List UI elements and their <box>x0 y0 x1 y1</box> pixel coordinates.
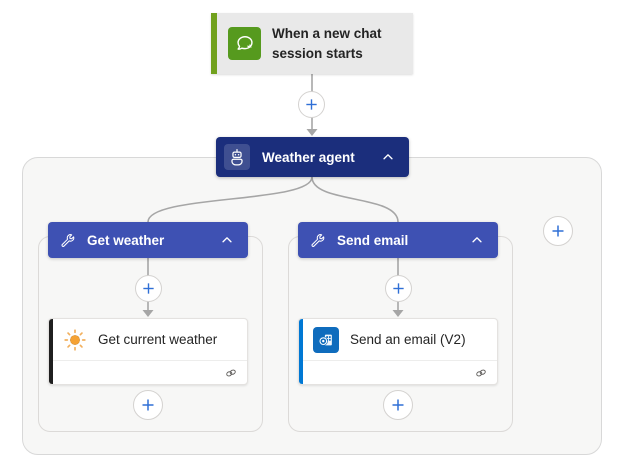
trigger-card[interactable]: When a new chat session starts <box>211 13 413 74</box>
branch-header-get-weather[interactable]: Get weather <box>48 222 248 258</box>
add-action-button-send-email[interactable] <box>385 275 412 302</box>
branch-header-label: Get weather <box>87 232 165 248</box>
plus-icon <box>142 399 154 411</box>
agent-collapse-button[interactable] <box>379 148 397 166</box>
wrench-icon <box>61 233 75 247</box>
chevron-up-icon <box>472 237 482 243</box>
add-branch-button[interactable] <box>543 216 573 246</box>
add-action-button-get-weather-bottom[interactable] <box>133 390 163 420</box>
connection-link-icon[interactable] <box>224 366 238 380</box>
plus-icon <box>143 283 154 294</box>
robot-icon <box>224 144 250 170</box>
action-card-send-an-email-v2[interactable]: Send an email (V2) <box>298 318 498 385</box>
agent-label: Weather agent <box>262 149 355 165</box>
agent-card-weather-agent[interactable]: Weather agent <box>216 137 409 177</box>
action-label: Get current weather <box>98 332 218 347</box>
plus-icon <box>392 399 404 411</box>
card-accent-bar <box>49 319 53 384</box>
plus-icon <box>306 99 317 110</box>
plus-icon <box>393 283 404 294</box>
add-action-button-get-weather[interactable] <box>135 275 162 302</box>
branch-collapse-button[interactable] <box>468 231 486 249</box>
card-accent-bar <box>299 319 303 384</box>
chat-bubble-icon <box>228 27 261 60</box>
chevron-up-icon <box>222 237 232 243</box>
trigger-title: When a new chat session starts <box>272 25 382 61</box>
action-label: Send an email (V2) <box>350 332 466 347</box>
plus-icon <box>552 225 564 237</box>
branch-header-send-email[interactable]: Send email <box>298 222 498 258</box>
sun-icon <box>64 328 86 351</box>
branch-header-label: Send email <box>337 232 409 248</box>
wrench-icon <box>311 233 325 247</box>
action-card-get-current-weather[interactable]: Get current weather <box>48 318 248 385</box>
connection-link-icon[interactable] <box>474 366 488 380</box>
branch-collapse-button[interactable] <box>218 231 236 249</box>
add-action-button-send-email-bottom[interactable] <box>383 390 413 420</box>
outlook-icon <box>313 326 339 353</box>
chevron-up-icon <box>383 154 393 160</box>
add-action-button-after-trigger[interactable] <box>298 91 325 118</box>
